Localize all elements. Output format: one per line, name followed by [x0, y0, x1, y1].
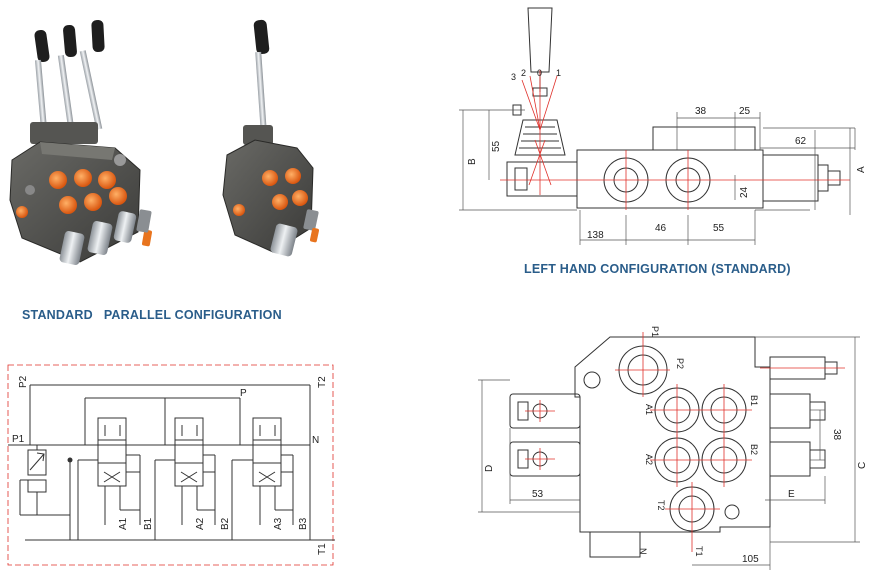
lever-knob-1 [34, 29, 50, 63]
spool-cap [270, 223, 298, 257]
spool-section-1 [97, 417, 127, 487]
lever-rod [255, 51, 267, 133]
label-b2: B2 [749, 444, 759, 455]
port-plug [74, 169, 92, 187]
dim-38: 38 [695, 106, 707, 117]
work-port-a3: A3 [273, 517, 284, 530]
label-a2: A2 [644, 454, 654, 465]
port-plug [233, 204, 245, 216]
dim-d: D [484, 465, 495, 472]
work-port-b1: B1 [143, 517, 154, 530]
port-plug [16, 206, 28, 218]
work-port-a1: A1 [118, 517, 129, 530]
label-p2: P2 [675, 358, 685, 369]
valve-body-outline [574, 336, 771, 533]
port-plug [59, 196, 77, 214]
label-a1: A1 [644, 404, 654, 415]
schematic-boundary [7, 364, 334, 566]
standard-parallel-caption: STANDARD PARALLEL CONFIGURATION [22, 308, 282, 322]
port-plug [285, 168, 301, 184]
three-lever-valve-photo [9, 19, 153, 265]
dim-e: E [788, 489, 795, 500]
dim-53: 53 [532, 489, 544, 500]
port-p1: P1 [12, 434, 25, 445]
lever-rod-1 [34, 59, 48, 131]
dim-105: 105 [742, 554, 759, 565]
port-n: N [312, 435, 319, 446]
lever-position-3: 3 [511, 72, 516, 82]
port-plug [49, 171, 67, 189]
port-plug [98, 171, 116, 189]
hydraulic-schematic: P2 T2 P1 P N T1 A1 B1 A2 B2 A3 B3 [7, 364, 335, 566]
lever-position-1: 1 [556, 68, 561, 78]
port-t1: T1 [317, 543, 328, 555]
dim-38: 38 [831, 429, 842, 441]
dim-c: C [857, 462, 868, 469]
port-plug [272, 194, 288, 210]
lever-rod-2 [57, 54, 75, 131]
dim-138: 138 [587, 230, 604, 241]
single-lever-valve-photo [222, 19, 319, 257]
spool-cap [87, 221, 113, 255]
lever-rod-3 [79, 50, 103, 130]
relief-tip [141, 229, 153, 247]
dim-62: 62 [795, 136, 807, 147]
work-port-b2: B2 [220, 517, 231, 530]
lever-knob [253, 19, 270, 55]
label-p1: P1 [650, 326, 660, 337]
work-port-a2: A2 [195, 517, 206, 530]
label-t1: T1 [694, 546, 704, 557]
relief-tip [309, 227, 319, 243]
label-t2: T2 [656, 500, 666, 511]
dim-25: 25 [739, 106, 751, 117]
spool-cap [113, 211, 137, 243]
lever-position-0: 0 [537, 68, 542, 78]
lever-knob-2 [63, 24, 77, 58]
side-view-drawing: 3 2 0 1 38 25 62 55 B A 24 138 46 55 [459, 7, 867, 245]
spool-cap [59, 231, 85, 265]
spool-section-2 [174, 417, 204, 487]
front-view-drawing: P1 P2 A1 B1 A2 B2 T2 T1 N 38 53 105 C D … [478, 326, 868, 570]
dim-46: 46 [655, 223, 667, 234]
label-n: N [638, 548, 648, 555]
port-plug [84, 193, 102, 211]
dim-55-horizontal: 55 [713, 223, 725, 234]
label-b1: B1 [749, 395, 759, 406]
port-p: P [240, 388, 247, 399]
port-p2: P2 [18, 375, 29, 388]
dim-a: A [856, 166, 867, 173]
dim-24: 24 [739, 186, 750, 198]
left-hand-caption: LEFT HAND CONFIGURATION (STANDARD) [524, 262, 791, 276]
work-port-b3: B3 [298, 517, 309, 530]
lever-knob-3 [91, 19, 105, 53]
port-plug [262, 170, 278, 186]
spool-section-3 [252, 417, 282, 487]
dim-b: B [467, 158, 478, 165]
port-plug [292, 190, 308, 206]
port-plug [109, 187, 127, 205]
port-t2: T2 [317, 376, 328, 388]
dim-55-vertical: 55 [491, 140, 502, 152]
lever-position-2: 2 [521, 68, 526, 78]
